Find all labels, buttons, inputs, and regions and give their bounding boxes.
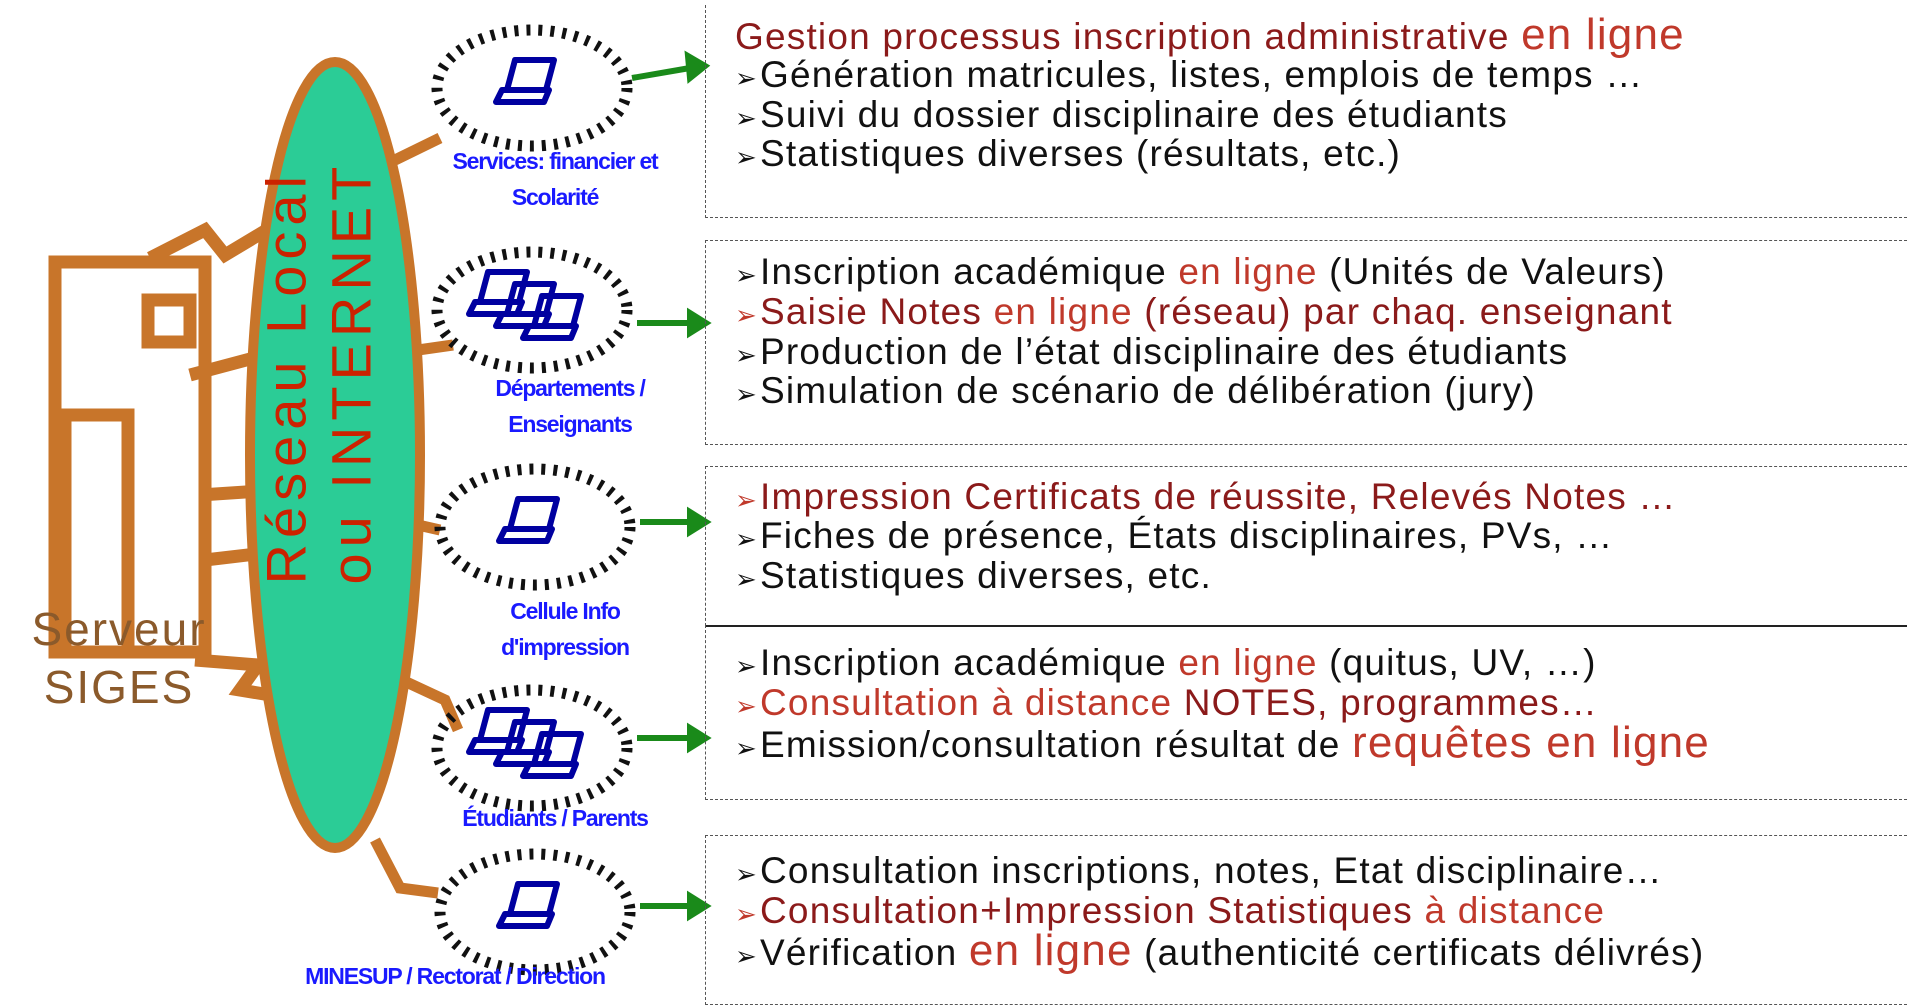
server-icon: [48, 255, 212, 659]
feature-text-part: Statistiques diverses, etc.: [760, 555, 1212, 596]
bullet-arrow-icon: ➢: [735, 379, 758, 409]
bullet-arrow-icon: ➢: [735, 691, 758, 721]
feature-line: ➢Statistiques diverses, etc.: [735, 553, 1212, 602]
device-label-etudiants: Étudiants / Parents: [400, 800, 710, 836]
feature-text-part: NOTES, programmes…: [1183, 682, 1599, 723]
feature-line: ➢Inscription académique en ligne (quitus…: [735, 640, 1597, 689]
bullet-arrow-icon: ➢: [735, 103, 758, 133]
device-ellipses: [431, 24, 636, 976]
feature-text-part: Vérification: [760, 932, 969, 973]
device-label-services-line2: Scolarité: [511, 184, 600, 210]
bullet-arrow-icon: ➢: [735, 300, 758, 330]
feature-text-part: en ligne: [993, 291, 1133, 332]
feature-line: ➢Statistiques diverses (résultats, etc.): [735, 131, 1401, 180]
feature-box-1: [705, 5, 1907, 218]
server-label-line1: Serveur: [31, 603, 207, 655]
laptop-icon: [496, 881, 560, 929]
bullet-arrow-icon: ➢: [735, 859, 758, 889]
feature-text-part: (réseau) par chaq. enseignant: [1132, 291, 1673, 332]
feature-text-part: Statistiques diverses (résultats, etc.): [760, 133, 1402, 174]
feature-line: ➢Saisie Notes en ligne (réseau) par chaq…: [735, 289, 1673, 338]
device-label-minesup-line: MINESUP / Rectorat / Direction: [305, 963, 606, 989]
laptop-icon: [493, 57, 557, 105]
feature-text-part: Suivi du dossier disciplinaire des étudi…: [760, 94, 1508, 135]
network-label-line2: ou INTERNET: [319, 160, 383, 585]
laptops-group-icon: [466, 269, 584, 341]
bullet-arrow-icon: ➢: [735, 733, 758, 763]
bullet-arrow-icon: ➢: [735, 260, 758, 290]
feature-text-part: Gestion processus inscription administra…: [735, 16, 1522, 57]
feature-text-part: requêtes en ligne: [1351, 718, 1710, 767]
feature-text-part: en ligne: [1521, 10, 1685, 59]
feature-text-part: Génération matricules, listes, emplois d…: [760, 54, 1644, 95]
server-label: Serveur SIGES: [0, 600, 238, 716]
bullet-arrow-icon: ➢: [735, 485, 758, 515]
device-label-departements: Départements / Enseignants: [440, 370, 700, 442]
device-label-departements-line1: Départements /: [495, 375, 646, 401]
feature-text-part: Saisie Notes: [760, 291, 994, 332]
feature-text-part: Fiches de présence, États disciplinaires…: [760, 515, 1614, 556]
device-label-services: Services: financier et Scolarité: [410, 143, 700, 215]
feature-line: ➢Vérification en ligne (authenticité cer…: [735, 928, 1704, 979]
feature-line: ➢Suivi du dossier disciplinaire des étud…: [735, 92, 1508, 141]
feature-text-part: Consultation inscriptions, notes, Etat d…: [760, 850, 1663, 891]
feature-line: ➢Simulation de scénario de délibération …: [735, 368, 1536, 417]
network-label-line1: Réseau Local: [254, 170, 318, 585]
device-label-services-line1: Services: financier et: [452, 148, 659, 174]
feature-line: ➢Consultation inscriptions, notes, Etat …: [735, 848, 1663, 897]
device-label-etudiants-line: Étudiants / Parents: [462, 805, 649, 831]
bullet-arrow-icon: ➢: [735, 63, 758, 93]
feature-text-part: (quitus, UV, …): [1317, 642, 1597, 683]
feature-box-2: [705, 240, 1907, 445]
feature-line: ➢Production de l’état disciplinaire des …: [735, 329, 1568, 378]
feature-line: Gestion processus inscription administra…: [735, 12, 1685, 60]
feature-line: ➢Consultation à distance NOTES, programm…: [735, 680, 1598, 729]
feature-line: ➢Inscription académique en ligne (Unités…: [735, 249, 1666, 298]
feature-text-part: Simulation de scénario de délibération (…: [760, 370, 1536, 411]
separator-line: [705, 625, 1907, 627]
feature-text-part: Impression Certificats de réussite, Rele…: [760, 476, 1677, 517]
server-label-line2: SIGES: [43, 661, 195, 713]
feature-line: ➢Impression Certificats de réussite, Rel…: [735, 474, 1677, 523]
laptops-group-icon: [466, 707, 584, 779]
feature-text-part: Production de l’état disciplinaire des é…: [760, 331, 1569, 372]
feature-box-4: [705, 625, 1907, 800]
feature-line: ➢Génération matricules, listes, emplois …: [735, 52, 1643, 101]
feature-line: ➢Consultation+Impression Statistiques à …: [735, 888, 1605, 937]
device-label-departements-line2: Enseignants: [508, 411, 633, 437]
feature-text-part: Inscription académique: [760, 251, 1179, 292]
network-ellipse: [245, 57, 425, 853]
device-label-minesup: MINESUP / Rectorat / Direction: [230, 958, 680, 994]
bullet-arrow-icon: ➢: [735, 899, 758, 929]
feature-text-part: à distance: [1424, 890, 1606, 931]
feature-line: ➢Emission/consultation résultat de requê…: [735, 720, 1710, 771]
bullet-arrow-icon: ➢: [735, 651, 758, 681]
feature-text-part: en ligne: [1178, 642, 1318, 683]
feature-text-part: Inscription académique: [760, 642, 1179, 683]
feature-text-part: Consultation à distance: [760, 682, 1184, 723]
feature-text-part: (Unités de Valeurs): [1317, 251, 1666, 292]
device-label-cellule-line1: Cellule Info: [510, 598, 621, 624]
device-label-cellule: Cellule Info d'impression: [445, 593, 685, 665]
feature-text-part: (authenticité certificats délivrés): [1132, 932, 1705, 973]
bullet-arrow-icon: ➢: [735, 340, 758, 370]
feature-text-part: en ligne: [968, 926, 1133, 975]
feature-text-part: en ligne: [1178, 251, 1318, 292]
feature-text-part: Consultation+Impression Statistiques: [760, 890, 1425, 931]
bullet-arrow-icon: ➢: [735, 941, 758, 971]
bullet-arrow-icon: ➢: [735, 142, 758, 172]
arrows: [631, 50, 712, 922]
bullet-arrow-icon: ➢: [735, 524, 758, 554]
bullet-arrow-icon: ➢: [735, 564, 758, 594]
device-label-cellule-line2: d'impression: [501, 634, 630, 660]
feature-text-part: Emission/consultation résultat de: [760, 724, 1352, 765]
laptop-icon: [496, 496, 560, 544]
feature-line: ➢Fiches de présence, États disciplinaire…: [735, 513, 1613, 562]
